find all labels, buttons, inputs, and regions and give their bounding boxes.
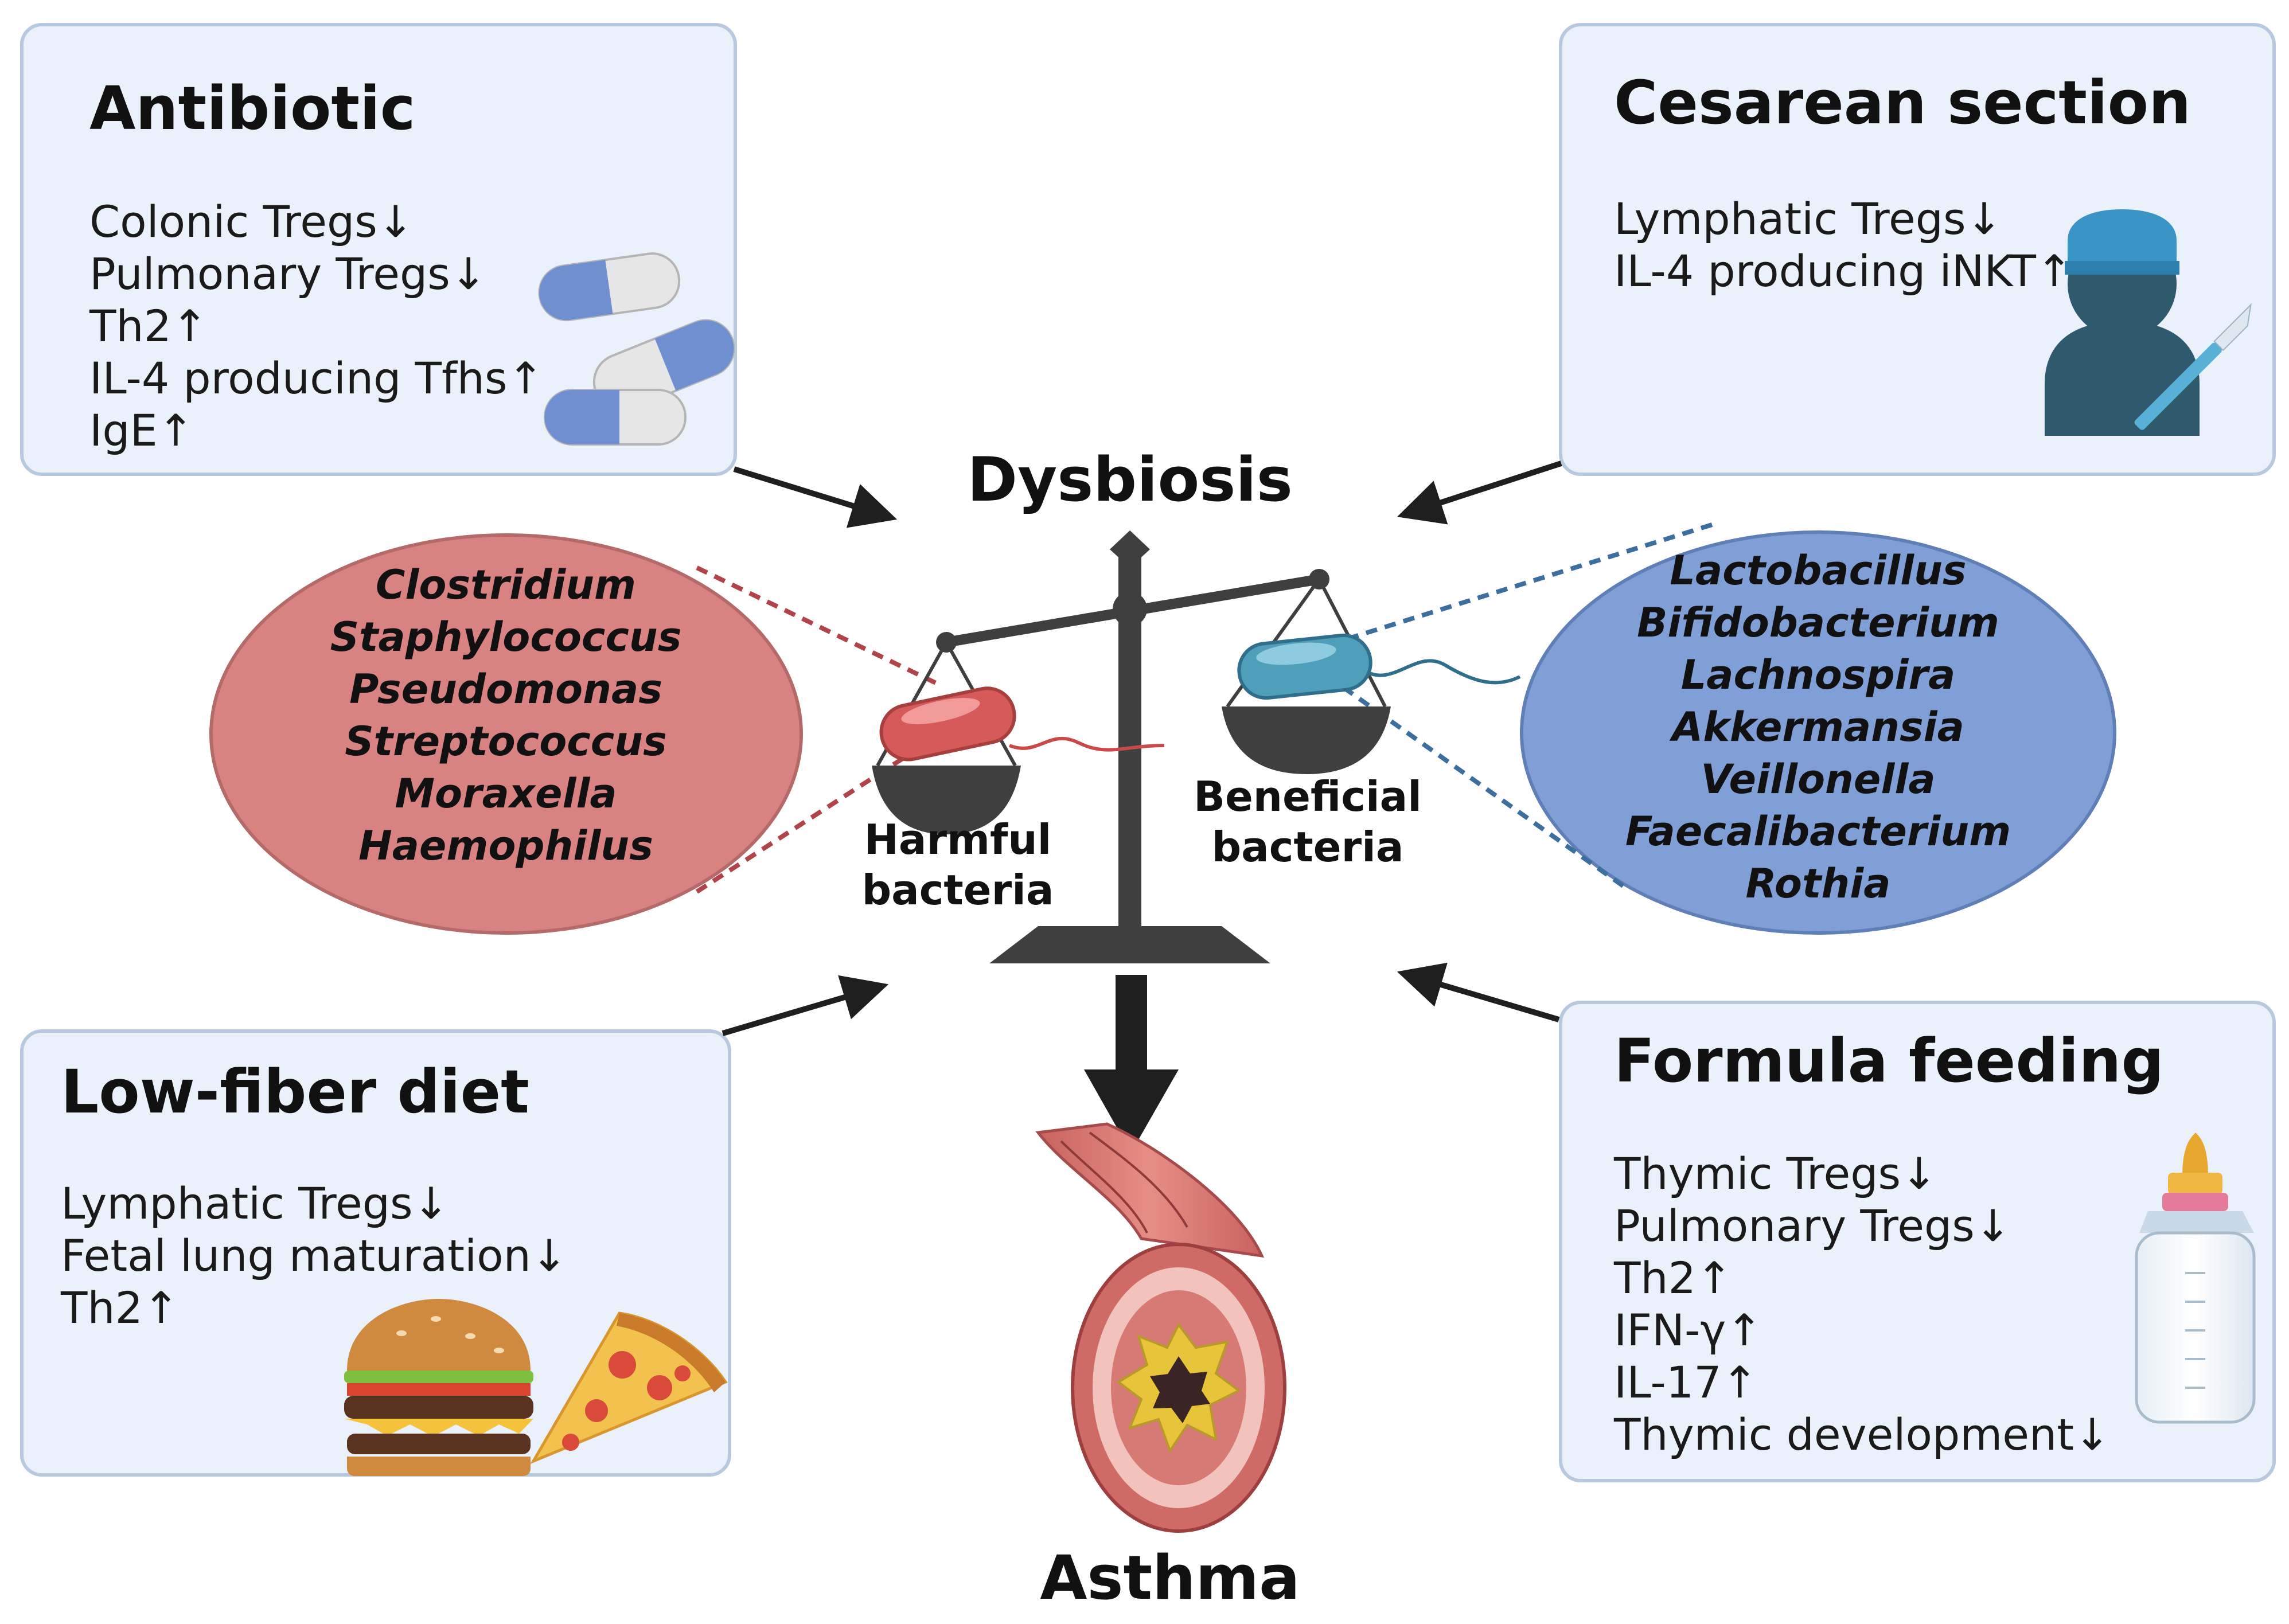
harmful-bacteria-oval <box>209 533 803 935</box>
harmful-bacterium-icon <box>879 686 1165 762</box>
low-fiber-diet-effect: Th2↑ <box>61 1282 180 1333</box>
beneficial-genus: Rothia <box>1745 860 1891 907</box>
arrow-formula-to-dysbiosis <box>1397 962 1560 1022</box>
formula-feeding-effect: Pulmonary Tregs↓ <box>1614 1200 2011 1251</box>
formula-feeding-effect: Thymic Tregs↓ <box>1614 1148 1937 1199</box>
antibiotic-effect: Colonic Tregs↓ <box>89 196 414 247</box>
low-fiber-diet-effects: Lymphatic Tregs↓ Fetal lung maturation↓ … <box>61 1177 567 1334</box>
beneficial-genus: Veillonella <box>1701 756 1936 803</box>
beneficial-label-line: Beneficial <box>1194 772 1422 821</box>
arrow-antibiotic-to-dysbiosis <box>733 466 898 528</box>
formula-feeding-effect: Th2↑ <box>1614 1252 1733 1303</box>
harmful-genus: Haemophilus <box>358 822 653 869</box>
antibiotic-effect: IL-4 producing Tfhs↑ <box>89 353 544 404</box>
formula-feeding-effect: IL-17↑ <box>1614 1357 1758 1408</box>
antibiotic-effect: IgE↑ <box>89 405 194 456</box>
low-fiber-diet-effect: Fetal lung maturation↓ <box>61 1230 568 1281</box>
cesarean-effect: Lymphatic Tregs↓ <box>1614 193 2003 244</box>
formula-feeding-effect: IFN-γ↑ <box>1614 1305 1763 1356</box>
harmful-genus: Moraxella <box>395 770 617 817</box>
burger-icon <box>344 1299 533 1476</box>
beneficial-genus: Faecalibacterium <box>1625 808 2011 855</box>
beneficial-genera-list: Lactobacillus Bifidobacterium Lachnospir… <box>1589 545 2048 910</box>
low-fiber-diet-title: Low-fiber diet <box>61 1057 529 1127</box>
antibiotic-effect: Th2↑ <box>89 300 208 352</box>
antibiotic-title: Antibiotic <box>89 73 416 143</box>
formula-feeding-effect: Thymic development↓ <box>1614 1409 2111 1460</box>
baby-bottle-icon <box>2135 1133 2256 1424</box>
formula-feeding-effects: Thymic Tregs↓ Pulmonary Tregs↓ Th2↑ IFN-… <box>1614 1147 2111 1461</box>
cesarean-effects: Lymphatic Tregs↓ IL-4 producing iNKT↑ <box>1614 193 2073 297</box>
antibiotic-effects: Colonic Tregs↓ Pulmonary Tregs↓ Th2↑ IL-… <box>89 196 544 456</box>
beneficial-genus: Akkermansia <box>1672 704 1964 751</box>
dysbiosis-label: Dysbiosis <box>967 444 1293 515</box>
antibiotic-box: Antibiotic Colonic Tregs↓ Pulmonary Treg… <box>20 23 737 476</box>
harmful-bacteria-label: Harmful bacteria <box>843 814 1073 915</box>
antibiotic-effect: Pulmonary Tregs↓ <box>89 248 487 299</box>
harmful-connector-lines <box>695 565 942 894</box>
asthma-label: Asthma <box>1040 1543 1300 1613</box>
beneficial-label-line: bacteria <box>1211 823 1404 871</box>
beneficial-bacteria-label: Beneficial bacteria <box>1187 771 1428 872</box>
airway-icon <box>1035 1122 1286 1533</box>
cesarean-title: Cesarean section <box>1614 68 2191 138</box>
harmful-genera-list: Clostridium Staphylococcus Pseudomonas S… <box>276 559 735 872</box>
beneficial-bacterium-icon <box>1237 633 1521 700</box>
surgeon-icon <box>2045 209 2252 436</box>
harmful-genus: Streptococcus <box>345 718 667 765</box>
arrow-lowfiber-to-dysbiosis <box>722 975 889 1036</box>
beneficial-bacteria-oval <box>1520 530 2116 935</box>
harmful-genus: Staphylococcus <box>330 614 682 661</box>
harmful-genus: Clostridium <box>376 561 636 608</box>
beneficial-genus: Lactobacillus <box>1670 547 1967 594</box>
harmful-genus: Pseudomonas <box>349 666 662 713</box>
capsules-icon <box>538 252 735 446</box>
pizza-icon <box>530 1311 728 1465</box>
arrow-dysbiosis-to-asthma <box>1084 975 1179 1153</box>
harmful-label-line: Harmful <box>864 815 1052 864</box>
formula-feeding-title: Formula feeding <box>1614 1026 2164 1096</box>
beneficial-genus: Bifidobacterium <box>1637 599 1999 646</box>
cesarean-effect: IL-4 producing iNKT↑ <box>1614 245 2073 296</box>
beneficial-genus: Lachnospira <box>1680 651 1956 698</box>
harmful-label-line: bacteria <box>861 866 1054 914</box>
arrow-cesarean-to-dysbiosis <box>1397 460 1562 525</box>
low-fiber-diet-effect: Lymphatic Tregs↓ <box>61 1178 450 1229</box>
